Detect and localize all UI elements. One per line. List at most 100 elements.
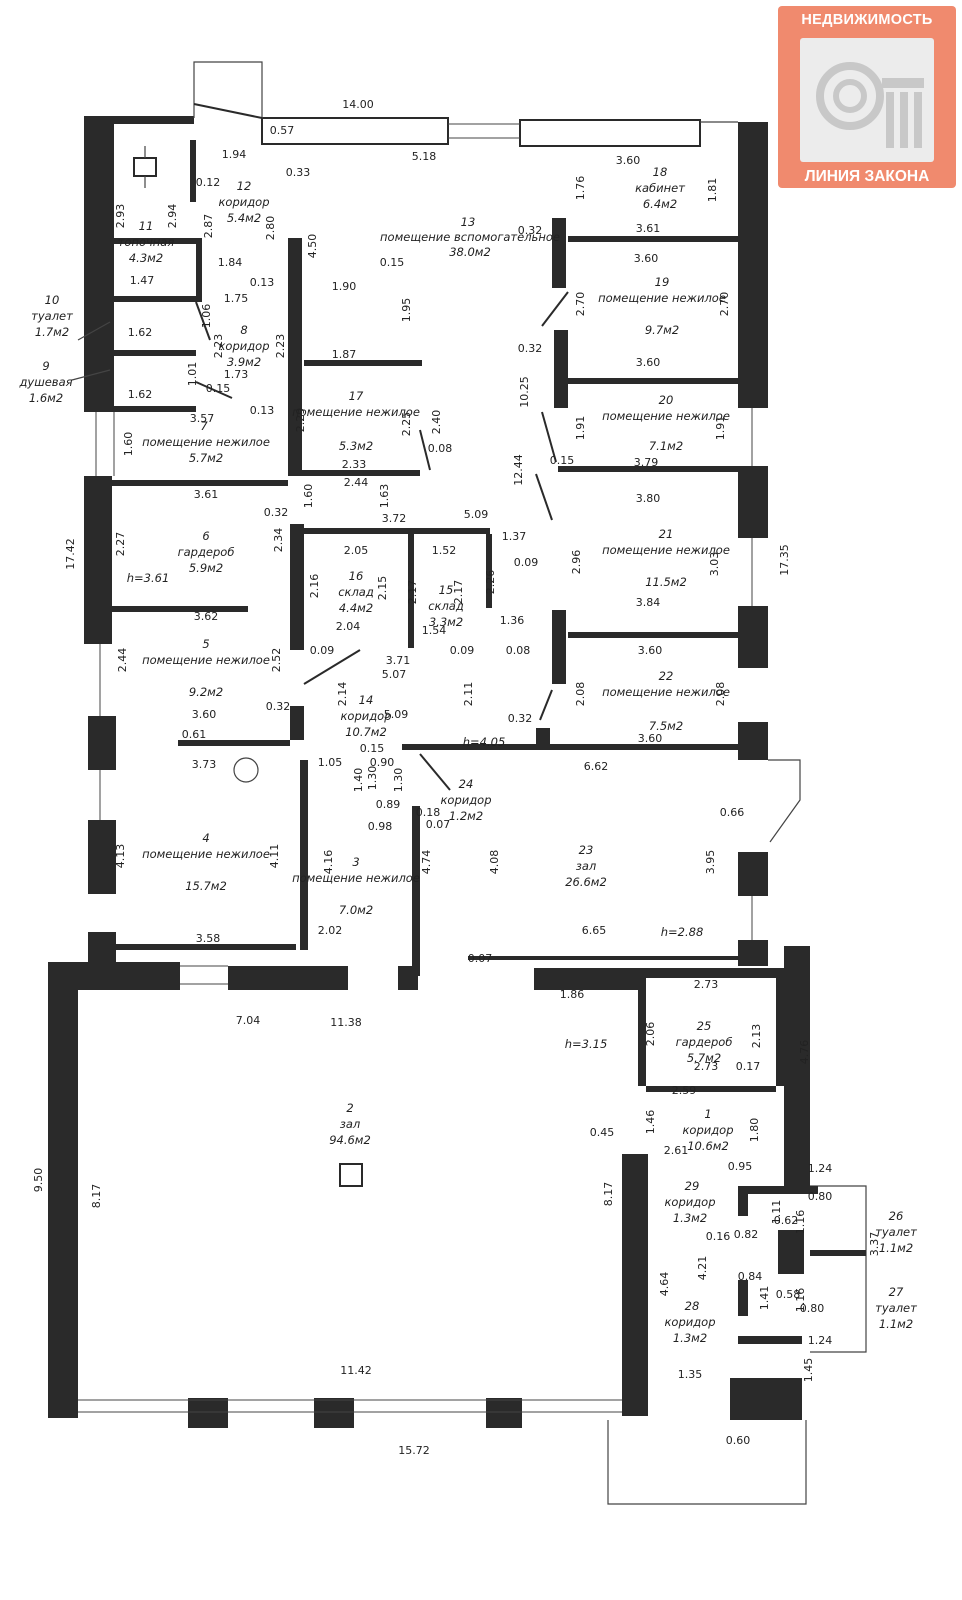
room-label-26: 26 туалет 1.1м2 xyxy=(875,1209,917,1255)
dimension-label: 4.50 xyxy=(306,234,319,259)
dimension-label: 2.34 xyxy=(272,528,285,553)
room-label-17: 17 помещение нежилое 5.3м2 xyxy=(292,389,420,453)
svg-text:1.2м2: 1.2м2 xyxy=(449,809,483,823)
svg-text:17: 17 xyxy=(349,389,364,403)
svg-text:5.9м2: 5.9м2 xyxy=(189,561,223,575)
dimension-label: 0.32 xyxy=(508,712,533,725)
svg-text:15: 15 xyxy=(439,583,454,597)
dimension-label: 3.79 xyxy=(634,456,659,469)
dimension-label: 0.09 xyxy=(514,556,539,569)
dimension-label: 1.24 xyxy=(808,1334,833,1347)
dimension-label: 0.57 xyxy=(270,124,295,137)
dimension-label: 0.45 xyxy=(590,1126,615,1139)
dimension-label: 3.60 xyxy=(192,708,217,721)
svg-text:1.6м2: 1.6м2 xyxy=(29,391,63,405)
svg-text:4.4м2: 4.4м2 xyxy=(339,601,373,615)
dimension-label: 2.61 xyxy=(664,1144,689,1157)
svg-text:26: 26 xyxy=(889,1209,904,1223)
dimension-label: 0.32 xyxy=(518,224,543,237)
dimension-label: 4.21 xyxy=(696,1256,709,1281)
room-label-29: 29 коридор 1.3м2 xyxy=(664,1179,715,1225)
svg-text:14: 14 xyxy=(359,693,374,707)
dimension-label: 0.90 xyxy=(370,756,395,769)
room-label-9: 9 душевая 1.6м2 xyxy=(18,359,72,405)
dimension-label: 0.08 xyxy=(506,644,531,657)
svg-text:1.3м2: 1.3м2 xyxy=(673,1331,707,1345)
svg-text:5.3м2: 5.3м2 xyxy=(339,439,373,453)
dimension-label: 2.02 xyxy=(318,924,343,937)
dimension-label: 14.00 xyxy=(342,98,374,111)
svg-text:10.6м2: 10.6м2 xyxy=(687,1139,729,1153)
dimension-label: 0.32 xyxy=(266,700,291,713)
room-label-3: 3 помещение нежилое 7.0м2 xyxy=(292,855,420,917)
dimension-label: 1.54 xyxy=(422,624,447,637)
svg-text:1: 1 xyxy=(704,1107,711,1121)
svg-text:4.3м2: 4.3м2 xyxy=(129,251,163,265)
svg-text:21: 21 xyxy=(659,527,674,541)
svg-text:20: 20 xyxy=(659,393,674,407)
dimension-label: 1.52 xyxy=(432,544,457,557)
svg-text:25: 25 xyxy=(697,1019,712,1033)
dimension-label: 1.63 xyxy=(378,484,391,509)
dimension-label: 2.23 xyxy=(274,334,287,359)
dimension-label: 0.15 xyxy=(206,382,231,395)
dimension-label: 0.15 xyxy=(360,742,385,755)
dimension-label: 3.60 xyxy=(638,732,663,745)
dimension-label: 0.80 xyxy=(800,1302,825,1315)
svg-text:h=3.61: h=3.61 xyxy=(127,571,170,585)
room-label-15: 15 склад 3.3м2 xyxy=(428,583,464,629)
room-label-23: 23 зал 26.6м2 xyxy=(565,843,607,889)
interior-lines xyxy=(71,103,569,1187)
svg-text:10.7м2: 10.7м2 xyxy=(345,725,387,739)
room-label-11: 11 топочная 4.3м2 xyxy=(118,219,175,265)
svg-text:26.6м2: 26.6м2 xyxy=(565,875,607,889)
svg-text:помещение нежилое: помещение нежилое xyxy=(292,405,420,419)
svg-text:1.3м2: 1.3м2 xyxy=(673,1211,707,1225)
svg-text:кабинет: кабинет xyxy=(635,181,685,195)
svg-text:коридор: коридор xyxy=(218,339,269,353)
dimension-label: 3.03 xyxy=(708,552,721,577)
svg-text:94.6м2: 94.6м2 xyxy=(329,1133,371,1147)
svg-text:9: 9 xyxy=(42,359,49,373)
dimension-label: 0.18 xyxy=(416,806,441,819)
dimension-label: 2.08 xyxy=(574,682,587,707)
dimension-label: 4.74 xyxy=(420,850,433,875)
dimension-label: 1.91 xyxy=(574,416,587,441)
svg-text:4: 4 xyxy=(202,831,209,845)
room-label-12: 12 коридор 5.4м2 xyxy=(218,179,269,225)
dimension-label: 2.27 xyxy=(114,532,127,557)
room-label-18: 18 кабинет 6.4м2 xyxy=(635,165,685,211)
dimension-label: 2.26 xyxy=(484,570,497,595)
dimension-label: 12.44 xyxy=(512,454,525,486)
dimension-label: 4.08 xyxy=(488,850,501,875)
dimension-label: 1.06 xyxy=(200,304,213,329)
svg-text:коридор: коридор xyxy=(440,793,491,807)
svg-text:топочная: топочная xyxy=(118,235,175,249)
svg-text:5: 5 xyxy=(202,637,209,651)
svg-text:7.5м2: 7.5м2 xyxy=(649,719,683,733)
dimension-label: 0.07 xyxy=(468,952,493,965)
dimension-label: 2.87 xyxy=(202,214,215,239)
svg-text:h=4.05: h=4.05 xyxy=(463,735,506,749)
svg-text:7: 7 xyxy=(200,419,208,433)
svg-text:гардероб: гардероб xyxy=(178,545,235,559)
watermark-logo: НЕДВИЖИМОСТЬ ЛИНИЯ ЗАКОНА xyxy=(778,6,956,188)
logo-bottom-text: ЛИНИЯ ЗАКОНА xyxy=(804,168,930,185)
svg-text:3.3м2: 3.3м2 xyxy=(429,615,463,629)
svg-text:23: 23 xyxy=(579,843,594,857)
dimension-label: 0.89 xyxy=(376,798,401,811)
dimension-label: 4.13 xyxy=(114,844,127,869)
svg-text:5.7м2: 5.7м2 xyxy=(687,1051,721,1065)
svg-text:помещение нежилое: помещение нежилое xyxy=(602,543,730,557)
dimension-label: 4.76 xyxy=(798,1040,811,1065)
dimension-label: 0.12 xyxy=(196,176,221,189)
svg-text:16: 16 xyxy=(349,569,364,583)
svg-text:зал: зал xyxy=(340,1117,361,1131)
dimension-label: 0.17 xyxy=(736,1060,761,1073)
dimension-label: 3.61 xyxy=(194,488,219,501)
dimension-label: 1.30 xyxy=(392,768,405,793)
room-label-10: 10 туалет 1.7м2 xyxy=(31,293,73,339)
dimension-label: 0.82 xyxy=(734,1228,759,1241)
